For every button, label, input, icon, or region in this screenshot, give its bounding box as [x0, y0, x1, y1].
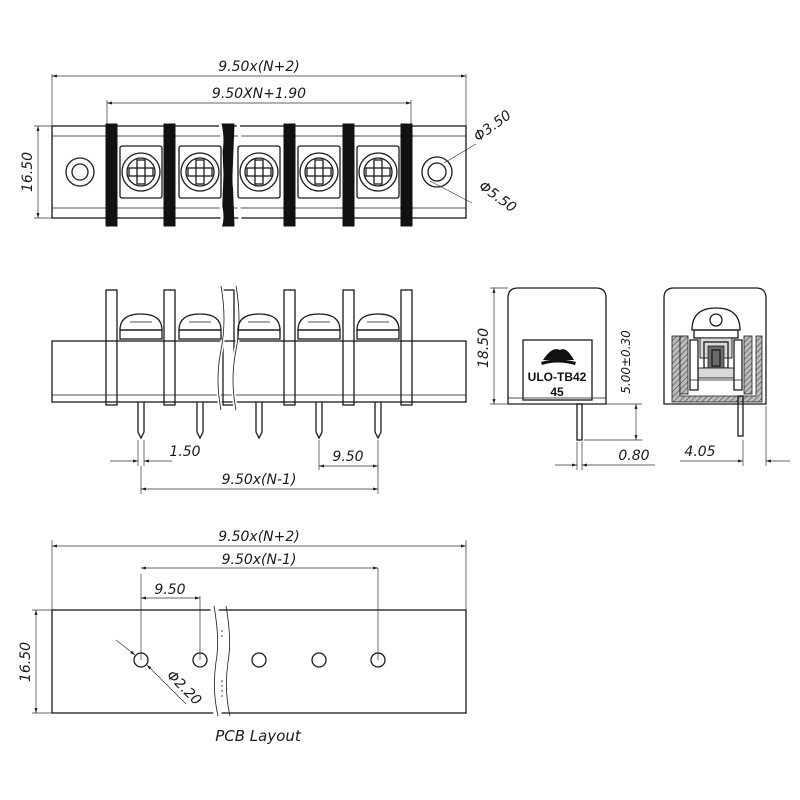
screw-5-top — [356, 145, 400, 199]
dim-pcb-pitch-text: 9.50 — [154, 582, 185, 598]
front-view: 1.50 9.50 9.50x(N-1) — [51, 285, 467, 494]
logo-icon — [541, 349, 576, 365]
dim-pin-width-text: 1.50 — [169, 444, 200, 460]
pcb-hole — [311, 652, 327, 668]
top-body-outline — [51, 125, 467, 219]
dim-pcb-pitch: 9.50 — [140, 574, 201, 660]
dim-pcb-height: 16.50 — [18, 609, 52, 714]
pcb-layout-caption: PCB Layout — [215, 727, 302, 745]
dim-pitch-text: 9.50 — [332, 449, 363, 465]
dim-side-height: 18.50 — [476, 287, 508, 405]
pcb-hole — [192, 652, 208, 668]
dim-pin-length-text: 5.00±0.30 — [619, 330, 633, 394]
section-pin — [737, 395, 744, 437]
side-label-angle: 45 — [550, 385, 564, 399]
pcb-hole — [251, 652, 267, 668]
dim-height-top: 16.50 — [20, 125, 52, 219]
screw-heads-front — [119, 313, 400, 340]
dim-pin-thickness: 0.80 — [555, 442, 655, 470]
pcb-outline — [51, 609, 467, 714]
dim-pcb-height-text: 16.50 — [18, 642, 34, 682]
pcb-hole — [370, 652, 386, 668]
dim-pcb-span-text: 9.50x(N-1) — [222, 552, 297, 568]
dim-overall-text: 9.50x(N+2) — [218, 59, 300, 75]
side-pin — [576, 403, 583, 441]
dim-pitch-front: 9.50 — [318, 440, 379, 470]
dim-pcb-overall: 9.50x(N+2) — [51, 529, 467, 610]
dim-span-text: 9.50x(N-1) — [222, 472, 297, 488]
dim-pcb-overall-text: 9.50x(N+2) — [218, 529, 300, 545]
barrier-walls-front — [105, 285, 413, 411]
pcb-break — [210, 605, 231, 717]
section-body-outline — [663, 287, 767, 405]
section-view: 4.05 — [663, 287, 790, 466]
side-body-outline — [507, 287, 607, 405]
pcb-layout-view: 9.50x(N+2) 9.50x(N-1) 9.50 16.50 — [18, 529, 467, 745]
pcb-holes — [133, 652, 386, 668]
dim-height-text: 16.50 — [20, 152, 36, 192]
dim-span-front: 9.50x(N-1) — [140, 466, 379, 494]
dim-pcb-hole-text: Φ2.20 — [163, 668, 204, 709]
screw-2-top — [178, 145, 222, 199]
screw-1-top — [119, 145, 163, 199]
screw-4-top — [297, 145, 341, 199]
side-label-plate — [522, 339, 593, 401]
dim-inner-text: 9.50XN+1.90 — [212, 86, 306, 102]
dim-pin-width: 1.50 — [110, 440, 201, 466]
pins-front — [137, 402, 382, 440]
dim-pin-length: 5.00±0.30 — [584, 330, 642, 441]
dim-section-offset: 4.05 — [680, 406, 790, 466]
top-view: 9.50x(N+2) 9.50XN+1.90 16.50 — [20, 59, 520, 231]
mount-hole-right — [421, 143, 477, 204]
pcb-hole — [133, 652, 149, 668]
mount-hole-left — [65, 157, 95, 187]
section-screw — [690, 307, 742, 381]
front-body-outline — [51, 340, 467, 403]
dim-inner-top: 9.50XN+1.90 — [106, 86, 412, 126]
dim-overall-top: 9.50x(N+2) — [51, 59, 467, 126]
dim-pcb-hole: Φ2.20 — [115, 639, 204, 709]
side-label-model: ULO-TB42 — [528, 370, 587, 384]
screw-3-top — [237, 145, 281, 199]
dim-hole-large-text: Φ5.50 — [476, 178, 520, 216]
dim-side-height-text: 18.50 — [476, 328, 492, 368]
dim-pcb-span: 9.50x(N-1) — [141, 552, 379, 660]
dim-hole-small-text: Φ3.50 — [471, 107, 515, 145]
barrier-walls-top — [105, 119, 413, 231]
side-view: ULO-TB42 45 18.50 5.00±0.30 0.80 — [476, 287, 655, 470]
dim-section-offset-text: 4.05 — [684, 444, 715, 460]
dim-pin-thickness-text: 0.80 — [618, 448, 649, 464]
